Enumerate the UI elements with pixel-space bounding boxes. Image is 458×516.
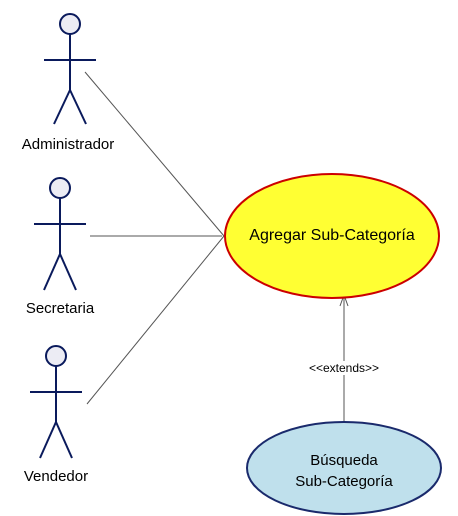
actor-head [49, 177, 71, 199]
actor-head [45, 345, 67, 367]
actor-vendedor[interactable] [30, 345, 82, 459]
actor-right-leg [55, 421, 73, 459]
association-administrador [84, 71, 225, 237]
association-vendedor [86, 235, 225, 405]
actor-left-leg [39, 421, 57, 459]
actor-administrador[interactable] [44, 13, 96, 125]
use-case-label-busqueda-line2: Sub-Categoría [295, 473, 393, 490]
actor-head [59, 13, 81, 35]
use-case-label-busqueda-line1: Búsqueda [310, 452, 378, 469]
use-case-busqueda-sub-categoria[interactable] [246, 421, 442, 515]
actor-right-leg [59, 253, 77, 291]
use-case-agregar-sub-categoria[interactable] [224, 173, 440, 299]
actor-secretaria[interactable] [34, 177, 86, 291]
use-case-label-agregar: Agregar Sub-Categoría [249, 227, 415, 244]
actor-label-secretaria: Secretaria [25, 300, 95, 317]
extends-stereotype-label: <<extends>> [306, 361, 382, 375]
actor-left-leg [43, 253, 61, 291]
actor-label-administrador: Administrador [21, 136, 115, 153]
actor-left-leg [53, 89, 71, 125]
actor-right-leg [69, 89, 87, 125]
actor-label-vendedor: Vendedor [23, 468, 89, 485]
